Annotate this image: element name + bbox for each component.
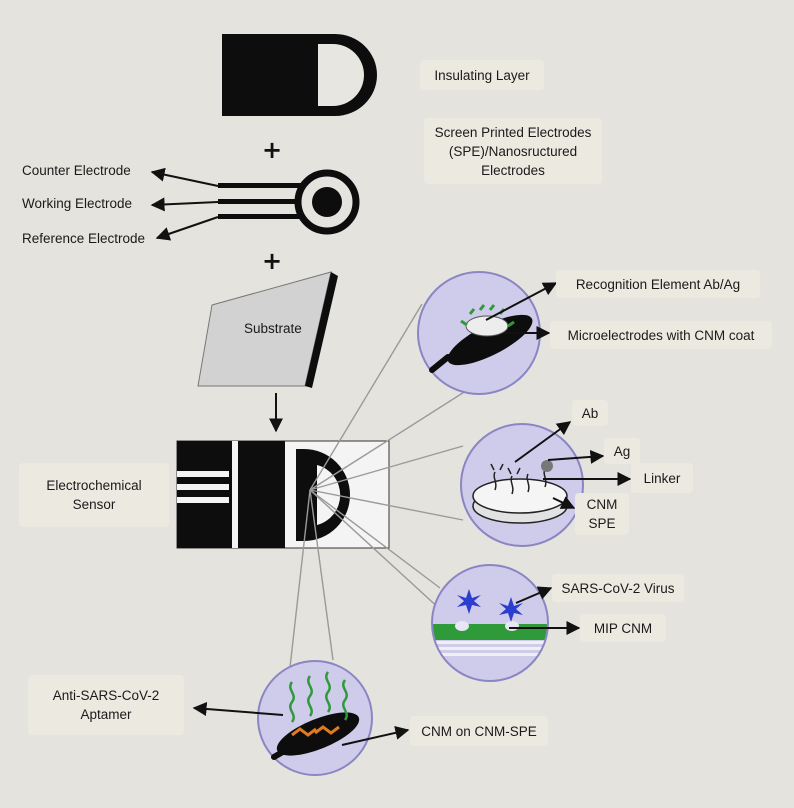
cnm-spe-stack-label: CNM SPE <box>575 493 629 535</box>
virus-arrow <box>515 586 553 604</box>
spe-text: SPE <box>588 516 616 531</box>
counter-arrow <box>150 167 219 187</box>
working-arrow <box>150 197 219 212</box>
aptamer-panel <box>257 660 373 776</box>
microelectrodes-label: Microelectrodes with CNM coat <box>550 321 772 349</box>
sensor-shape <box>176 440 390 549</box>
plus-sign-1: + <box>262 136 283 164</box>
antibody-panel <box>460 423 584 547</box>
electrode-pattern <box>218 169 360 235</box>
sensor-label: Electrochemical Sensor <box>19 463 169 527</box>
aptamer-line-2: Aptamer <box>80 707 132 722</box>
ag-arrow <box>547 449 605 464</box>
virus-text: SARS-CoV-2 Virus <box>561 580 675 596</box>
recognition-label: Recognition Element Ab/Ag <box>556 270 760 298</box>
reference-electrode-label: Reference Electrode <box>22 231 146 246</box>
substrate-label: Substrate <box>244 321 302 336</box>
mip-text: MIP CNM <box>593 620 653 636</box>
sensor-line-2: Sensor <box>72 497 116 512</box>
spe-line-2: (SPE)/Nanosructured <box>448 143 578 159</box>
mip-panel <box>431 564 549 682</box>
cnm-on-cnm-spe-label: CNM on CNM-SPE <box>410 716 548 746</box>
microelectrodes-text: Microelectrodes with CNM coat <box>567 327 755 343</box>
aptamer-label: Anti-SARS-CoV-2 Aptamer <box>28 675 184 735</box>
ag-text: Ag <box>613 443 631 459</box>
insulating-layer-shape <box>222 34 377 116</box>
insulating-layer-label: Insulating Layer <box>420 60 544 90</box>
cnm-text: CNM <box>586 497 618 512</box>
ab-arrow <box>514 421 572 463</box>
linker-label: Linker <box>631 463 693 493</box>
recognition-text: Recognition Element Ab/Ag <box>575 276 741 292</box>
insulating-layer-text: Insulating Layer <box>434 67 530 83</box>
cnm-on-cnm-spe-text: CNM on CNM-SPE <box>421 723 537 739</box>
cnm-spe-arrow <box>341 725 410 746</box>
ab-label: Ab <box>572 400 608 426</box>
reference-arrow <box>155 216 219 241</box>
cnm-arrow <box>552 496 576 509</box>
ab-text: Ab <box>581 405 599 421</box>
recognition-arrow <box>485 282 558 321</box>
substrate-shape <box>197 271 338 388</box>
aptamer-arrow <box>192 702 284 716</box>
virus-label: SARS-CoV-2 Virus <box>552 574 684 602</box>
linker-text: Linker <box>643 470 681 486</box>
counter-electrode-label: Counter Electrode <box>22 163 131 178</box>
spe-line-1: Screen Printed Electrodes <box>434 124 592 140</box>
plus-sign-2: + <box>262 247 283 275</box>
spe-line-3: Electrodes <box>481 162 545 178</box>
ag-label: Ag <box>604 438 640 464</box>
sensor-line-1: Electrochemical <box>46 478 142 493</box>
spe-label: Screen Printed Electrodes (SPE)/Nanosruc… <box>424 118 602 184</box>
immunosensor-panel <box>417 271 541 395</box>
working-electrode-label: Working Electrode <box>22 196 133 211</box>
fan-lines <box>287 303 491 686</box>
mip-label: MIP CNM <box>580 614 666 642</box>
aptamer-line-1: Anti-SARS-CoV-2 <box>52 688 160 703</box>
